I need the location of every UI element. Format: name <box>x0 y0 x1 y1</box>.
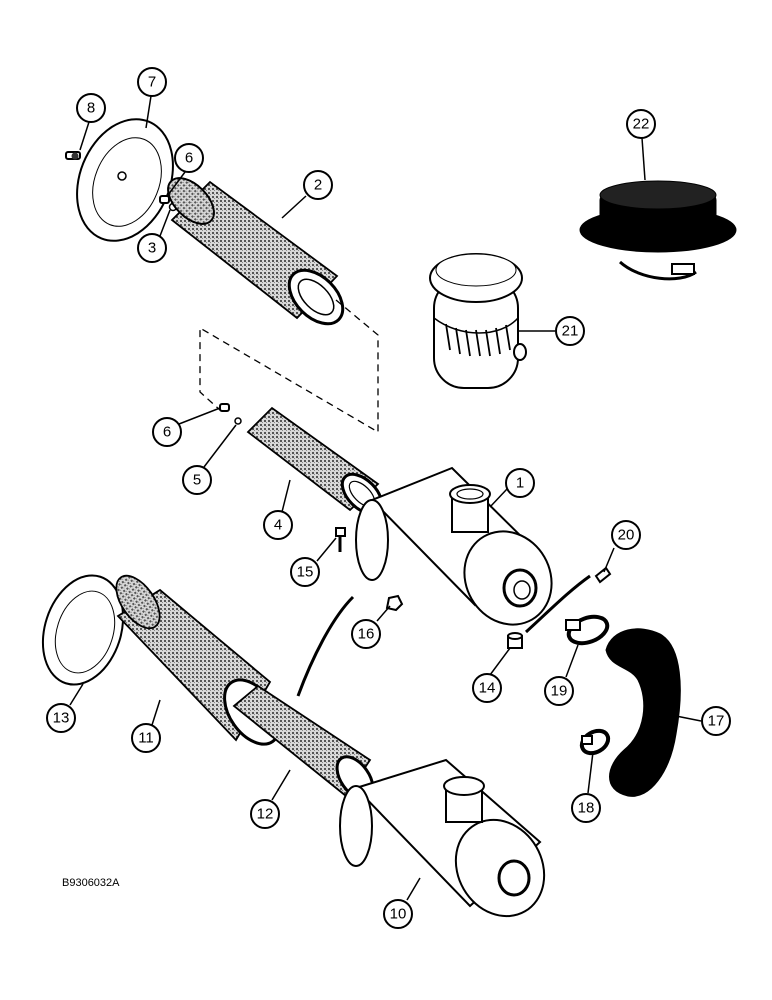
svg-text:7: 7 <box>148 74 156 91</box>
callout-22: 22 <box>626 109 656 139</box>
callout-21: 21 <box>555 316 585 346</box>
wing-nut-upper <box>65 151 81 160</box>
callout-4: 4 <box>263 510 293 540</box>
bolt <box>335 527 346 552</box>
callout-8: 8 <box>76 93 106 123</box>
callout-20: 20 <box>611 520 641 550</box>
rain-cap <box>579 180 737 281</box>
svg-text:21: 21 <box>562 323 579 340</box>
svg-text:22: 22 <box>633 116 650 133</box>
callout-6-upper: 6 <box>174 143 204 173</box>
callout-18: 18 <box>571 793 601 823</box>
tube-right <box>524 574 591 634</box>
callout-14: 14 <box>472 673 502 703</box>
callout-11: 11 <box>131 723 161 753</box>
svg-text:16: 16 <box>358 626 375 643</box>
secondary-filter-element-lower <box>232 684 375 801</box>
primary-filter-element-upper <box>167 177 345 326</box>
hose-clamp-upper <box>565 614 610 646</box>
callout-6-middle: 6 <box>152 417 182 447</box>
svg-text:17: 17 <box>708 713 725 730</box>
end-cover-lower <box>41 574 125 686</box>
svg-text:12: 12 <box>257 806 274 823</box>
callout-12: 12 <box>250 799 280 829</box>
drawing-id: B9306032A <box>62 877 120 889</box>
fitting <box>507 632 523 649</box>
end-cover-upper <box>76 118 174 242</box>
svg-text:13: 13 <box>53 710 70 727</box>
secondary-filter-element-upper <box>246 406 384 516</box>
callout-13: 13 <box>46 703 76 733</box>
callout-15: 15 <box>290 557 320 587</box>
hex-nut <box>385 594 404 612</box>
svg-text:11: 11 <box>138 730 154 747</box>
svg-text:18: 18 <box>578 800 595 817</box>
callout-5: 5 <box>182 465 212 495</box>
svg-text:20: 20 <box>618 527 635 544</box>
nut-and-washer-middle <box>219 403 242 425</box>
svg-text:15: 15 <box>297 564 314 581</box>
svg-text:4: 4 <box>274 517 282 534</box>
svg-text:19: 19 <box>551 683 568 700</box>
callout-7: 7 <box>137 67 167 97</box>
callout-19: 19 <box>544 676 574 706</box>
svg-text:14: 14 <box>479 680 496 697</box>
callout-2: 2 <box>303 170 333 200</box>
svg-text:8: 8 <box>87 100 95 117</box>
air-cleaner-housing-upper <box>355 466 553 626</box>
callout-1: 1 <box>505 468 535 498</box>
precleaner <box>429 253 527 389</box>
assembly-path-line <box>199 299 379 434</box>
hose-clamp-lower <box>579 728 611 756</box>
svg-text:2: 2 <box>314 177 322 194</box>
air-cleaner-housing-lower <box>339 758 546 918</box>
tube-left <box>296 595 355 697</box>
svg-text:10: 10 <box>390 906 407 923</box>
svg-text:6: 6 <box>163 424 171 441</box>
callout-10: 10 <box>383 899 413 929</box>
callout-16: 16 <box>351 619 381 649</box>
plug <box>594 566 612 584</box>
svg-text:5: 5 <box>193 472 201 489</box>
elbow-hose <box>605 628 681 797</box>
callout-3: 3 <box>137 233 167 263</box>
svg-text:6: 6 <box>185 150 193 167</box>
leader-lines <box>69 95 702 901</box>
svg-text:3: 3 <box>148 240 156 257</box>
callout-17: 17 <box>701 706 731 736</box>
svg-text:1: 1 <box>516 475 524 492</box>
